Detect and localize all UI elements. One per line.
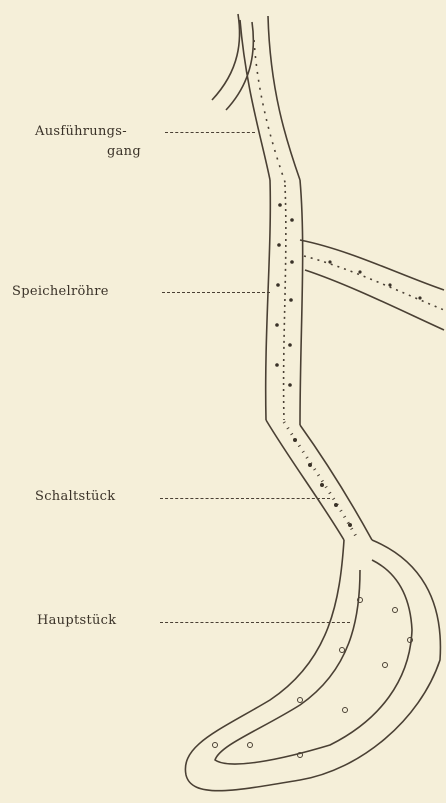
duct-wall-left	[240, 20, 270, 180]
label-hauptstueck: Hauptstück	[37, 613, 116, 628]
tube-wall-left	[266, 180, 271, 420]
side-branch-upper	[300, 240, 444, 290]
endpiece-inner	[215, 560, 412, 764]
label-ausfuehrungsgang-line2: gang	[107, 144, 141, 159]
duct-branch-left	[212, 14, 240, 100]
label-speichelroehre: Speichelröhre	[12, 284, 109, 299]
label-ausfuehrungsgang-line1: Ausführungs-	[35, 124, 127, 139]
tube-wall-right	[300, 180, 303, 425]
leader-speichelroehre	[162, 292, 270, 293]
leader-schaltstueck	[160, 498, 330, 499]
endpiece-outer	[185, 540, 440, 791]
label-schaltstueck: Schaltstück	[35, 489, 115, 504]
duct-wall-right	[268, 16, 300, 180]
leader-hauptstueck	[160, 622, 350, 623]
intercalated-wall-right	[300, 425, 372, 540]
tube-lumen	[284, 185, 286, 420]
intercalated-wall-left	[266, 420, 344, 540]
side-branch-lower	[305, 270, 444, 330]
leader-ausfuehrungsgang	[165, 132, 255, 133]
duct-lumen	[254, 40, 286, 185]
